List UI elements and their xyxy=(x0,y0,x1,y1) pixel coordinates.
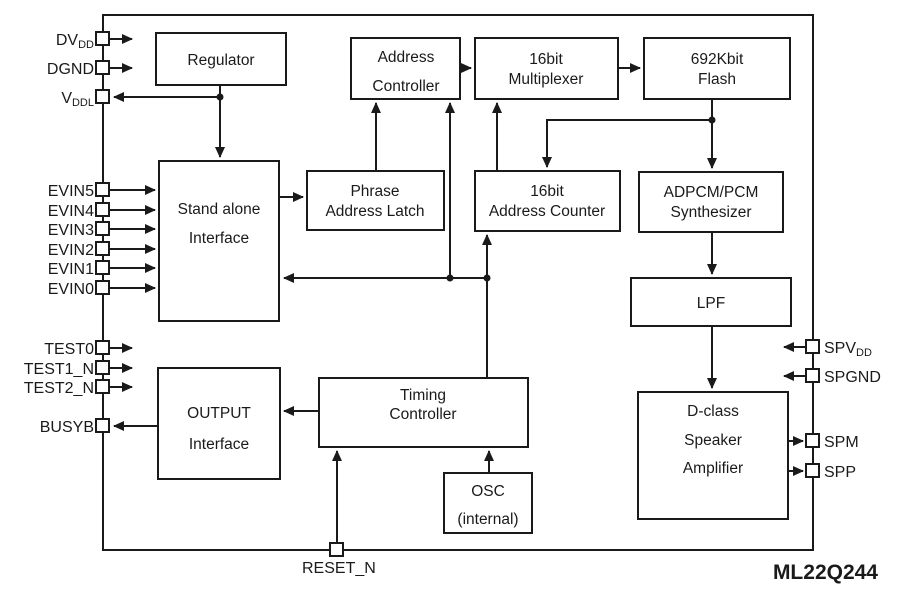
pin-vddl xyxy=(95,89,110,104)
pin-label-dgnd: DGND xyxy=(47,61,94,78)
pin-evin4 xyxy=(95,202,110,217)
pin-label-spgnd: SPGND xyxy=(824,369,881,386)
block-dclass-line3: Amplifier xyxy=(683,460,743,477)
block-16bit-address-counter-line2: Address Counter xyxy=(489,203,605,220)
pin-dvdd xyxy=(95,31,110,46)
pin-label-evin4: EVIN4 xyxy=(48,203,94,220)
pin-test1n xyxy=(95,360,110,375)
pin-squares xyxy=(95,31,820,557)
block-timing-controller-line2: Controller xyxy=(389,406,456,423)
pin-label-spvdd: SPVDD xyxy=(824,340,872,359)
block-dclass-line2: Speaker xyxy=(684,432,742,449)
pin-evin3 xyxy=(95,221,110,236)
pin-label-evin0: EVIN0 xyxy=(48,281,94,298)
block-output-interface-line1: OUTPUT xyxy=(187,405,251,422)
junction-dot xyxy=(708,116,716,124)
block-standalone-interface-line1: Stand alone xyxy=(178,201,261,218)
blocks: Regulator Address Controller 16bit Multi… xyxy=(155,32,792,534)
block-output-interface-line2: Interface xyxy=(189,436,249,453)
pin-evin1 xyxy=(95,260,110,275)
block-address-controller-line2: Controller xyxy=(372,78,439,95)
block-regulator: Regulator xyxy=(155,32,287,86)
pin-label-test0: TEST0 xyxy=(44,341,94,358)
block-output-interface-box xyxy=(157,367,281,480)
block-16bit-address-counter-box xyxy=(474,170,621,232)
pin-label-resetn: RESET_N xyxy=(302,560,376,577)
block-692kbit-flash-line2: Flash xyxy=(698,71,736,88)
block-osc-internal-line1: OSC xyxy=(471,483,505,500)
pin-label-spp: SPP xyxy=(824,464,856,481)
block-phrase-address-latch-box xyxy=(306,170,445,231)
pin-evin5 xyxy=(95,182,110,197)
pin-label-test1n: TEST1_N xyxy=(24,361,94,378)
pin-labels: DVDD DGND VDDL EVIN5 EVIN4 EVIN3 EVIN2 E… xyxy=(24,32,881,577)
block-timing-controller-box xyxy=(318,377,529,448)
pin-test0 xyxy=(95,340,110,355)
block-address-controller-line1: Address xyxy=(378,49,435,66)
block-standalone-interface-line2: Interface xyxy=(189,230,249,247)
block-regulator-label: Regulator xyxy=(187,52,254,69)
block-timing-controller-line1: Timing xyxy=(400,387,446,404)
junction-dot xyxy=(483,274,491,282)
block-dclass-speaker-amplifier: D-class Speaker Amplifier xyxy=(637,391,789,520)
pin-spm xyxy=(805,433,820,448)
block-osc-internal-line2: (internal) xyxy=(457,511,518,528)
pin-label-evin2: EVIN2 xyxy=(48,242,94,259)
block-16bit-address-counter-line1: 16bit xyxy=(530,183,564,200)
pin-evin2 xyxy=(95,241,110,256)
block-osc-internal-box xyxy=(443,472,533,534)
pin-label-busyb: BUSYB xyxy=(40,419,94,436)
pin-dgnd xyxy=(95,60,110,75)
pin-label-evin1: EVIN1 xyxy=(48,261,94,278)
block-16bit-multiplexer-line1: 16bit xyxy=(529,51,563,68)
pin-evin0 xyxy=(95,280,110,295)
block-adpcm-pcm-synthesizer: ADPCM/PCM Synthesizer xyxy=(638,171,784,233)
pin-label-test2n: TEST2_N xyxy=(24,380,94,397)
pin-label-vddl: VDDL xyxy=(61,90,94,109)
pin-busyb xyxy=(95,418,110,433)
junction-dot xyxy=(446,274,454,282)
block-standalone-interface-box xyxy=(158,160,280,322)
block-timing-controller: Timing Controller xyxy=(318,377,529,448)
block-dclass-line1: D-class xyxy=(687,403,739,420)
block-adpcm-pcm-synthesizer-line2: Synthesizer xyxy=(671,204,752,221)
pin-label-evin3: EVIN3 xyxy=(48,222,94,239)
block-dclass-speaker-amplifier-box xyxy=(637,391,789,520)
pin-spgnd xyxy=(805,368,820,383)
junction-dot xyxy=(216,93,224,101)
pin-spp xyxy=(805,463,820,478)
block-output-interface: OUTPUT Interface xyxy=(157,367,281,480)
block-16bit-multiplexer-box xyxy=(474,37,619,100)
block-16bit-address-counter: 16bit Address Counter xyxy=(474,170,621,232)
wire-flash-to-counter xyxy=(542,119,712,168)
pin-test2n xyxy=(95,379,110,394)
wires xyxy=(110,34,806,543)
pin-spvdd xyxy=(805,339,820,354)
pin-label-spm: SPM xyxy=(824,434,859,451)
block-address-controller-box xyxy=(350,37,461,100)
block-692kbit-flash: 692Kbit Flash xyxy=(643,37,791,100)
block-adpcm-pcm-synthesizer-line1: ADPCM/PCM xyxy=(664,184,759,201)
block-standalone-interface: Stand alone Interface xyxy=(158,160,280,322)
block-phrase-address-latch-line2: Address Latch xyxy=(325,203,424,220)
chip-part-number: ML22Q244 xyxy=(773,561,878,584)
block-lpf-box xyxy=(630,277,792,327)
block-regulator-box xyxy=(155,32,287,86)
block-692kbit-flash-line1: 692Kbit xyxy=(691,51,744,68)
block-phrase-address-latch: Phrase Address Latch xyxy=(306,170,445,231)
block-lpf: LPF xyxy=(630,277,792,327)
block-16bit-multiplexer-line2: Multiplexer xyxy=(509,71,584,88)
block-lpf-label: LPF xyxy=(697,295,725,312)
block-692kbit-flash-box xyxy=(643,37,791,100)
block-phrase-address-latch-line1: Phrase xyxy=(350,183,399,200)
pin-resetn xyxy=(329,542,344,557)
pin-label-dvdd: DVDD xyxy=(56,32,94,51)
block-16bit-multiplexer: 16bit Multiplexer xyxy=(474,37,619,100)
block-adpcm-pcm-synthesizer-box xyxy=(638,171,784,233)
block-address-controller: Address Controller xyxy=(350,37,461,100)
pin-label-evin5: EVIN5 xyxy=(48,183,94,200)
block-osc-internal: OSC (internal) xyxy=(443,472,533,534)
